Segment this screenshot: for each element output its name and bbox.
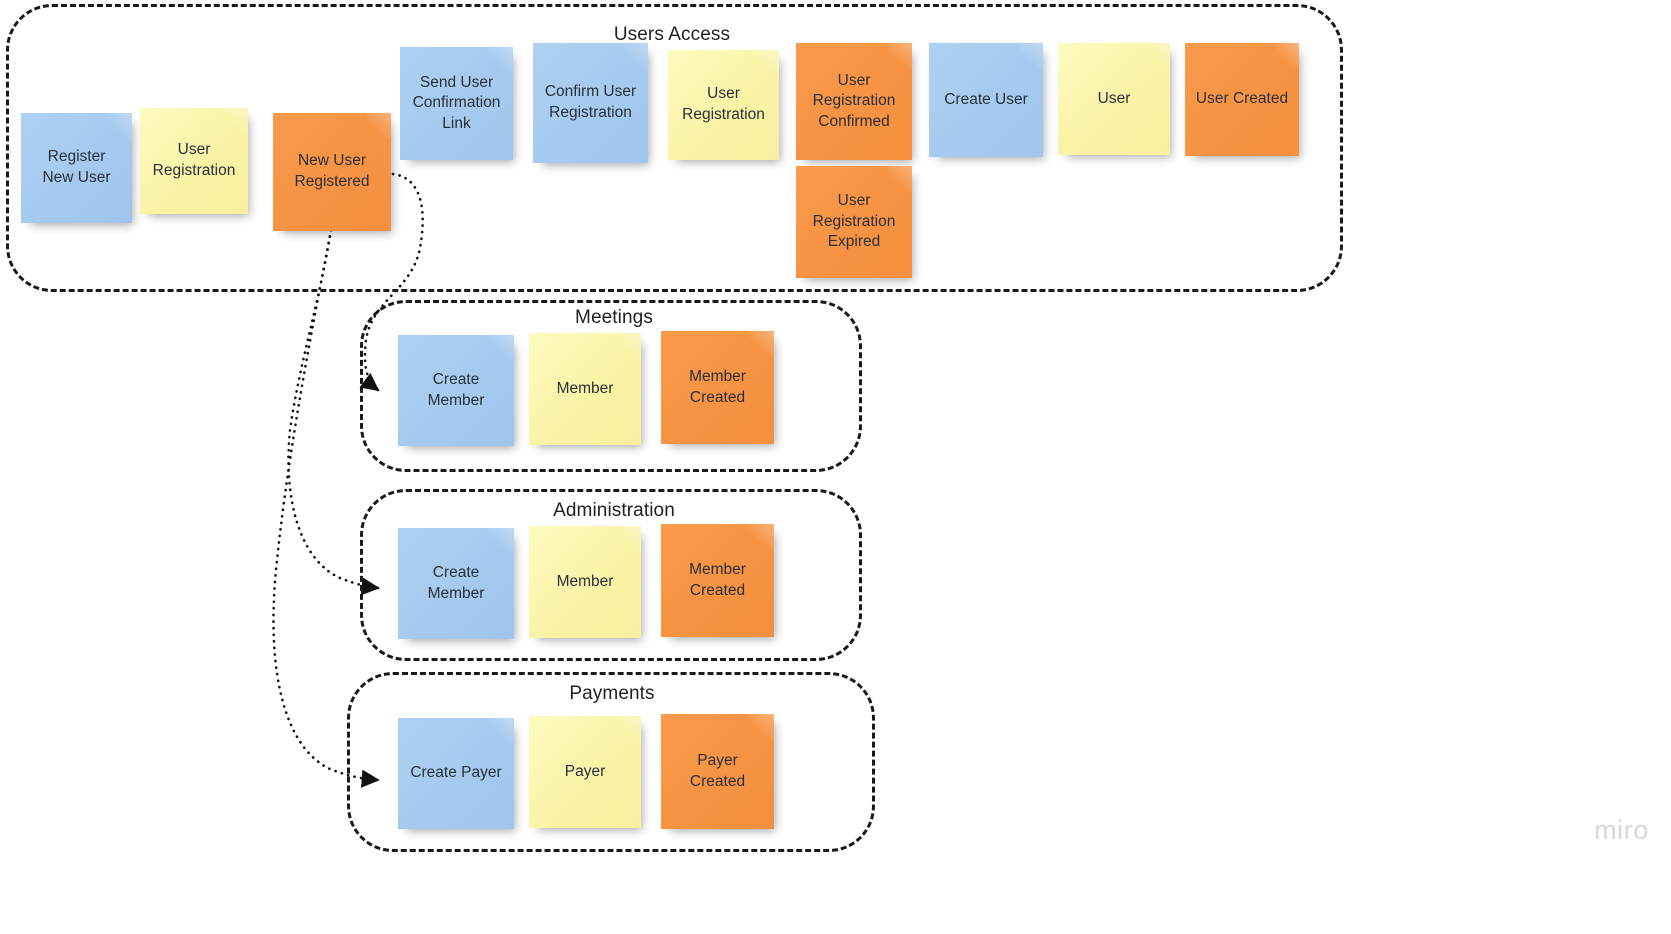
- group-title-users-access: Users Access: [613, 24, 731, 45]
- group-meetings[interactable]: [360, 300, 862, 472]
- note-user-registration-2[interactable]: User Registration: [668, 50, 779, 160]
- note-label: User Registration Expired: [812, 192, 896, 251]
- note-user-created[interactable]: User Created: [1185, 43, 1299, 156]
- note-label: Send User Confirmation Link: [412, 73, 501, 132]
- note-payments-create-payer[interactable]: Create Payer: [398, 718, 514, 829]
- note-meetings-member-created[interactable]: Member Created: [661, 331, 774, 444]
- note-user-registration-expired[interactable]: User Registration Expired: [796, 166, 912, 278]
- note-register-new-user[interactable]: Register New User: [21, 113, 132, 223]
- note-label: Member Created: [689, 560, 746, 599]
- note-label: Payer Created: [689, 751, 746, 790]
- group-title-payments: Payments: [569, 683, 655, 704]
- note-meetings-create-member[interactable]: Create Member: [398, 335, 514, 446]
- note-new-user-registered[interactable]: New User Registered: [273, 113, 391, 231]
- note-administration-member[interactable]: Member: [529, 526, 641, 638]
- note-label: New User Registered: [294, 152, 370, 190]
- note-label: Create Member: [427, 370, 485, 409]
- note-payments-payer[interactable]: Payer: [529, 716, 641, 828]
- note-user[interactable]: User: [1058, 43, 1170, 155]
- note-label: Member: [556, 379, 614, 397]
- group-title-administration: Administration: [553, 500, 675, 521]
- note-user-registration-confirmed[interactable]: User Registration Confirmed: [796, 43, 912, 160]
- note-label: User: [1097, 89, 1131, 107]
- group-administration[interactable]: [360, 489, 862, 661]
- note-send-user-confirmation-link[interactable]: Send User Confirmation Link: [400, 47, 513, 160]
- note-label: Payer: [564, 762, 606, 780]
- note-user-registration-1[interactable]: User Registration: [140, 108, 248, 214]
- note-label: User Registration: [152, 141, 236, 179]
- miro-watermark: miro: [1594, 815, 1649, 845]
- note-label: Register New User: [42, 148, 111, 186]
- note-label: Create Payer: [410, 764, 502, 782]
- note-label: User Created: [1195, 90, 1289, 108]
- note-meetings-member[interactable]: Member: [529, 333, 641, 445]
- note-payments-payer-created[interactable]: Payer Created: [661, 714, 774, 829]
- note-label: User Registration Confirmed: [812, 71, 896, 130]
- note-create-user[interactable]: Create User: [929, 43, 1043, 157]
- note-confirm-user-registration[interactable]: Confirm User Registration: [533, 43, 648, 163]
- note-label: Create Member: [427, 563, 485, 602]
- note-label: Member Created: [689, 367, 746, 406]
- note-administration-member-created[interactable]: Member Created: [661, 524, 774, 637]
- note-label: Member: [556, 572, 614, 590]
- note-label: Create User: [944, 90, 1028, 108]
- group-title-meetings: Meetings: [575, 307, 653, 328]
- group-payments[interactable]: [347, 672, 875, 852]
- group-users-access[interactable]: [6, 4, 1343, 292]
- note-label: User Registration: [682, 85, 765, 123]
- note-label: Confirm User Registration: [544, 83, 637, 121]
- note-administration-create-member[interactable]: Create Member: [398, 528, 514, 639]
